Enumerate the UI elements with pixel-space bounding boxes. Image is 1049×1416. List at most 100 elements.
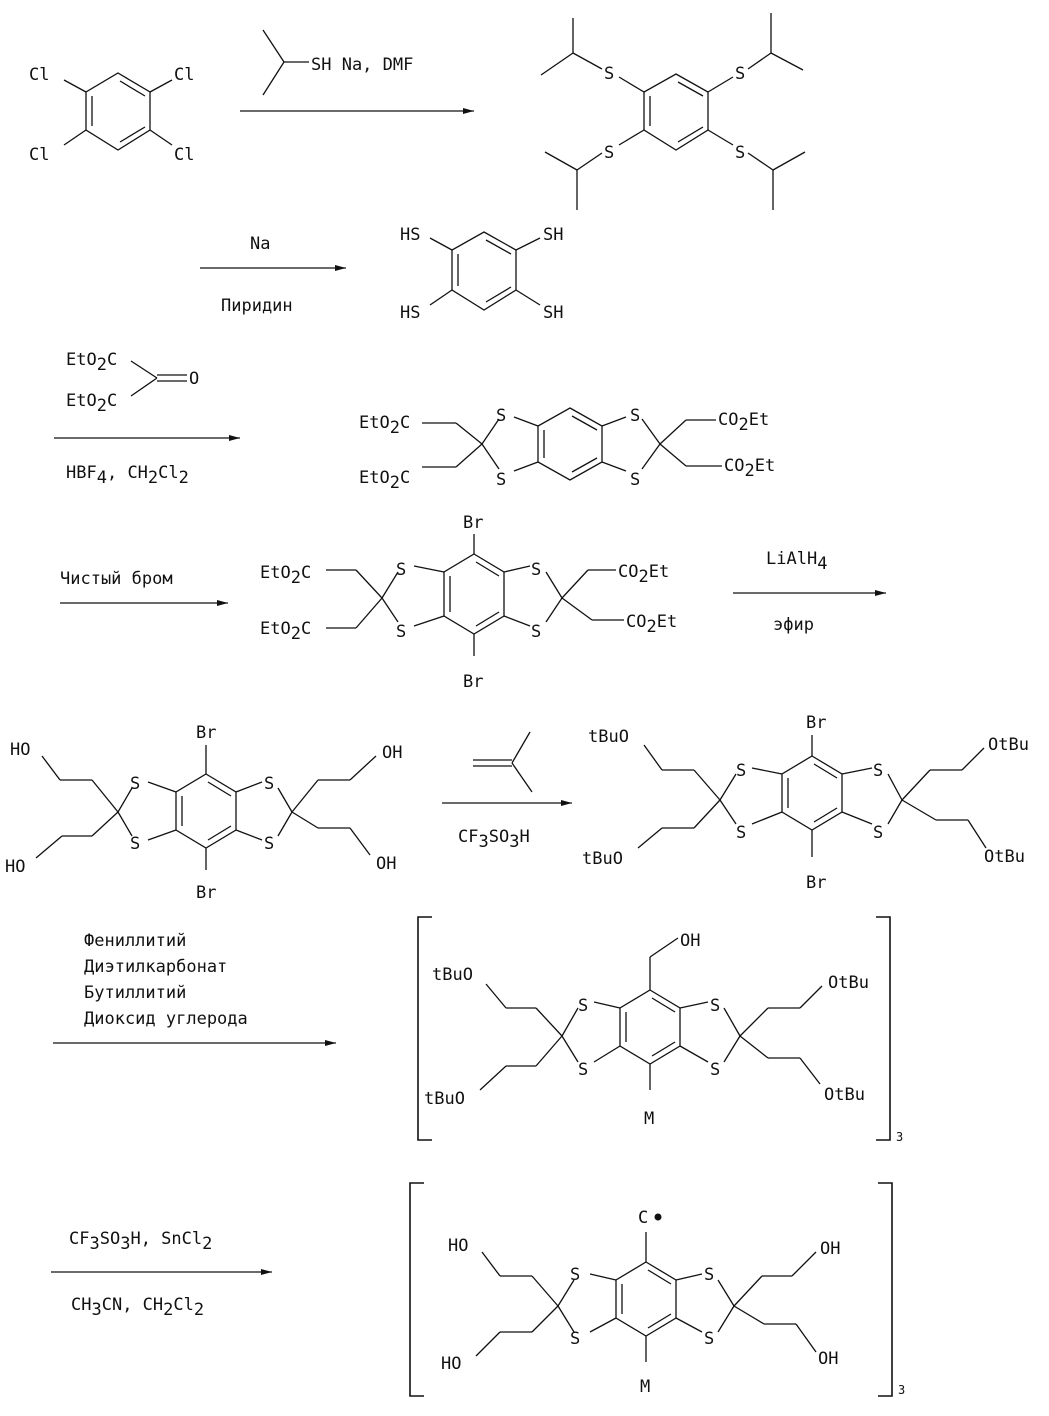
sulfur-atom-label: S bbox=[578, 1060, 588, 1080]
dibromo-tetra-tbu-ether: Br Br S S S S tBuO tBuO OtBu OtBu bbox=[582, 713, 1029, 893]
ester-label: EtO2C bbox=[66, 391, 117, 416]
oxygen-atom-label: O bbox=[189, 369, 199, 389]
chlorine-atom-label: Cl bbox=[174, 145, 194, 165]
reagent-above-arrow: Фениллитий bbox=[84, 931, 186, 951]
hydroxyl-label: HO bbox=[10, 740, 30, 760]
trityl-alcohol-intermediate: 3 OH M S S S S tBuO tBuO OtBu bbox=[418, 917, 903, 1144]
reagent-below-arrow: эфир bbox=[773, 615, 814, 635]
sulfur-atom-label: S bbox=[735, 143, 745, 163]
reagent-above-arrow: Диоксид углерода bbox=[84, 1009, 248, 1029]
radical-dot bbox=[655, 1214, 662, 1221]
bromine-atom-label: Br bbox=[196, 723, 216, 743]
tbu-ether-label: tBuO bbox=[588, 727, 629, 747]
ester-label: EtO2C bbox=[66, 350, 117, 375]
radical-carbon-label: C bbox=[638, 1208, 648, 1228]
sulfur-atom-label: S bbox=[630, 470, 640, 490]
hydroxyl-label: OH bbox=[820, 1239, 840, 1259]
ester-label: CO2Et bbox=[626, 612, 677, 637]
tbu-ether-label: OtBu bbox=[828, 973, 869, 993]
chlorine-atom-label: Cl bbox=[29, 65, 49, 85]
sulfur-atom-label: S bbox=[264, 774, 274, 794]
tbu-ether-label: OtBu bbox=[988, 735, 1029, 755]
reaction-step-2: Na Пиридин bbox=[200, 234, 346, 316]
reaction-step-3: EtO2C EtO2C O HBF4, CH2Cl2 bbox=[54, 350, 240, 488]
sulfur-atom-label: S bbox=[578, 996, 588, 1016]
sulfur-atom-label: S bbox=[570, 1329, 580, 1349]
reaction-step-8: CF3SO3H, SnCl2 CH3CN, CH2Cl2 bbox=[51, 1229, 272, 1320]
bromine-atom-label: Br bbox=[806, 873, 826, 893]
tetrakis-isopropylthio-benzene: S S S S bbox=[541, 13, 805, 210]
sulfur-atom-label: S bbox=[704, 1329, 714, 1349]
sulfur-atom-label: S bbox=[710, 996, 720, 1016]
ester-label: EtO2C bbox=[260, 563, 311, 588]
reagent-above-arrow: SH Na, DMF bbox=[311, 55, 413, 75]
ester-label: CO2Et bbox=[618, 562, 669, 587]
tetrachlorobenzene: Cl Cl Cl Cl bbox=[29, 65, 194, 165]
bis-dithiole-tetraester: S S S S EtO2C EtO2C CO2Et CO2Et bbox=[359, 406, 775, 493]
thiol-label: SH bbox=[543, 303, 563, 323]
tbu-ether-label: OtBu bbox=[824, 1085, 865, 1105]
sulfur-atom-label: S bbox=[496, 406, 506, 426]
reagent-above-arrow: Бутиллитий bbox=[84, 983, 186, 1003]
hydroxyl-label: OH bbox=[818, 1349, 838, 1369]
dibromo-tetraol: Br Br S S S S HO HO OH OH bbox=[5, 723, 402, 903]
sulfur-atom-label: S bbox=[604, 143, 614, 163]
thiol-label: HS bbox=[400, 303, 420, 323]
sulfur-atom-label: S bbox=[736, 823, 746, 843]
sulfur-atom-label: S bbox=[704, 1265, 714, 1285]
sulfur-atom-label: S bbox=[130, 774, 140, 794]
metal-label: M bbox=[640, 1377, 650, 1397]
bromine-atom-label: Br bbox=[196, 883, 216, 903]
tetramercaptobenzene: HS SH HS SH bbox=[400, 225, 563, 323]
metal-label: M bbox=[644, 1109, 654, 1129]
sulfur-atom-label: S bbox=[736, 761, 746, 781]
ester-label: CO2Et bbox=[718, 410, 769, 435]
ester-label: EtO2C bbox=[359, 413, 410, 438]
hydroxyl-label: OH bbox=[376, 854, 396, 874]
sulfur-atom-label: S bbox=[710, 1060, 720, 1080]
reaction-step-7: Фениллитий Диэтилкарбонат Бутиллитий Дио… bbox=[53, 931, 336, 1043]
sulfur-atom-label: S bbox=[735, 64, 745, 84]
hydroxyl-label: OH bbox=[680, 931, 700, 951]
reagent-below-arrow: Пиридин bbox=[221, 296, 293, 316]
bromine-atom-label: Br bbox=[463, 672, 483, 692]
reagent-above-arrow: Чистый бром bbox=[60, 569, 173, 589]
trityl-radical-product: 3 C M S S S S HO HO OH OH bbox=[410, 1183, 905, 1397]
hydroxyl-label: OH bbox=[382, 743, 402, 763]
sulfur-atom-label: S bbox=[130, 834, 140, 854]
hydroxyl-label: HO bbox=[5, 857, 25, 877]
reagent-below-arrow: CH3CN, CH2Cl2 bbox=[71, 1295, 204, 1320]
sulfur-atom-label: S bbox=[496, 470, 506, 490]
tbu-ether-label: tBuO bbox=[424, 1089, 465, 1109]
chlorine-atom-label: Cl bbox=[29, 145, 49, 165]
sulfur-atom-label: S bbox=[873, 823, 883, 843]
hydroxyl-label: HO bbox=[448, 1236, 468, 1256]
reagent-below-arrow: CF3SO3H bbox=[458, 827, 530, 852]
hydroxyl-label: HO bbox=[441, 1354, 461, 1374]
reaction-step-4: Чистый бром bbox=[60, 569, 228, 603]
tbu-ether-label: tBuO bbox=[582, 849, 623, 869]
sulfur-atom-label: S bbox=[604, 64, 614, 84]
sulfur-atom-label: S bbox=[531, 560, 541, 580]
dibromo-bis-dithiole-tetraester: Br Br S S S S EtO2C EtO2C CO2Et CO2Et bbox=[260, 513, 677, 692]
ester-label: EtO2C bbox=[260, 619, 311, 644]
reaction-step-1: SH Na, DMF bbox=[240, 30, 474, 111]
reaction-step-5: LiAlH4 эфир bbox=[733, 549, 886, 635]
bromine-atom-label: Br bbox=[806, 713, 826, 733]
bromine-atom-label: Br bbox=[463, 513, 483, 533]
reagent-above-arrow: LiAlH4 bbox=[766, 549, 827, 574]
subscript-three: 3 bbox=[898, 1383, 905, 1397]
sulfur-atom-label: S bbox=[264, 834, 274, 854]
ester-label: EtO2C bbox=[359, 468, 410, 493]
reagent-above-arrow: Диэтилкарбонат bbox=[84, 957, 227, 977]
reagent-above-arrow: Na bbox=[250, 234, 270, 254]
tbu-ether-label: OtBu bbox=[984, 847, 1025, 867]
reagent-above-arrow: CF3SO3H, SnCl2 bbox=[69, 1229, 212, 1254]
tbu-ether-label: tBuO bbox=[432, 965, 473, 985]
sulfur-atom-label: S bbox=[396, 622, 406, 642]
reaction-step-6: CF3SO3H bbox=[442, 732, 572, 852]
sulfur-atom-label: S bbox=[873, 761, 883, 781]
sulfur-atom-label: S bbox=[531, 622, 541, 642]
thiol-label: SH bbox=[543, 225, 563, 245]
